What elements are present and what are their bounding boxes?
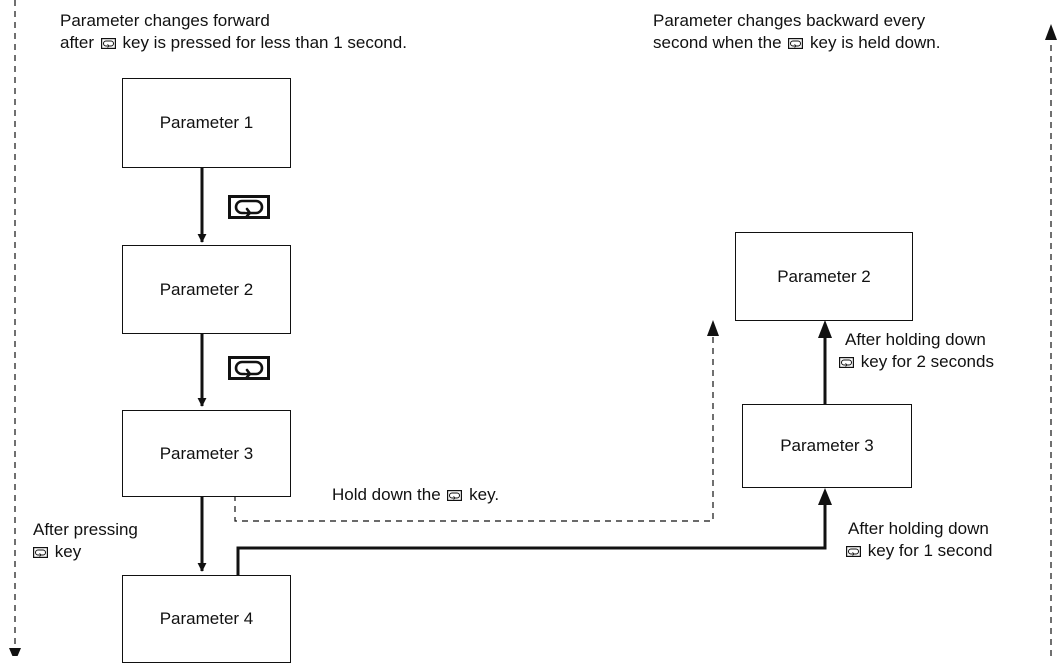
- left-parameter-3-label: Parameter 3: [159, 443, 254, 463]
- after-hold-2s-note: After holding down key for 2 seconds: [839, 329, 994, 373]
- mode-key-icon: [788, 38, 804, 49]
- after-hold-1s-line-1: After holding down: [848, 519, 989, 538]
- after-pressing-line-1: After pressing: [33, 520, 138, 539]
- hold-down-dashed-path: [234, 330, 714, 522]
- mode-key-icon: [33, 547, 48, 558]
- left-parameter-2-box: Parameter 2: [122, 245, 291, 334]
- left-parameter-1-label: Parameter 1: [159, 113, 254, 132]
- backward-note-line-2-before: second when the: [653, 33, 782, 52]
- forward-note-line-2-before: after: [60, 33, 95, 52]
- hold-down-note-after: key.: [469, 485, 500, 504]
- right-parameter-2-box: Parameter 2: [735, 232, 913, 321]
- mode-key-icon: [228, 356, 270, 380]
- after-pressing-note: After pressing key: [33, 519, 138, 563]
- after-pressing-line-2: key: [33, 541, 138, 563]
- right-parameter-3-box: Parameter 3: [742, 404, 912, 488]
- left-parameter-4-label: Parameter 4: [159, 609, 254, 628]
- after-hold-1s-line-2-after: key for 1 second: [867, 541, 993, 560]
- hold-1s-path: [236, 502, 827, 575]
- backward-note-line-2: second when the key is held down.: [653, 32, 940, 54]
- forward-note-line-2: after key is pressed for less than 1 sec…: [60, 32, 407, 54]
- backward-note: Parameter changes backward every second …: [653, 10, 940, 54]
- backward-guide-arrowhead: [1045, 24, 1057, 40]
- after-hold-2s-line-2: key for 2 seconds: [839, 351, 994, 373]
- right-parameter-3-label: Parameter 3: [780, 436, 874, 455]
- left-parameter-1-box: Parameter 1: [122, 78, 291, 168]
- after-hold-2s-line-2-after: key for 2 seconds: [860, 352, 994, 371]
- forward-guide-arrowhead: [9, 648, 21, 656]
- forward-note-line-1: Parameter changes forward: [60, 11, 270, 30]
- hold-down-note-before: Hold down the: [332, 485, 441, 504]
- mode-key-icon: [100, 38, 116, 49]
- mode-key-icon: [228, 195, 270, 219]
- backward-note-line-2-after: key is held down.: [810, 33, 941, 52]
- after-pressing-line-2-after: key: [54, 542, 82, 561]
- left-parameter-4-box: Parameter 4: [122, 575, 291, 663]
- after-hold-1s-note: After holding down key for 1 second: [846, 518, 992, 562]
- hold-2s-arrowhead: [818, 320, 832, 338]
- right-parameter-2-label: Parameter 2: [777, 266, 871, 286]
- left-parameter-2-label: Parameter 2: [159, 279, 254, 299]
- hold-down-note: Hold down the key.: [332, 484, 499, 506]
- after-hold-1s-line-2: key for 1 second: [846, 540, 992, 562]
- forward-note: Parameter changes forward after key is p…: [60, 10, 407, 54]
- left-parameter-3-box: Parameter 3: [122, 410, 291, 497]
- mode-key-icon: [447, 490, 463, 501]
- hold-1s-arrowhead: [818, 488, 832, 505]
- backward-note-line-1: Parameter changes backward every: [653, 11, 926, 30]
- mode-key-icon: [839, 357, 854, 368]
- hold-down-dashed-arrowhead: [707, 320, 719, 336]
- after-hold-2s-line-1: After holding down: [845, 330, 986, 349]
- forward-note-line-2-after: key is pressed for less than 1 second.: [122, 33, 407, 52]
- mode-key-icon: [846, 546, 861, 557]
